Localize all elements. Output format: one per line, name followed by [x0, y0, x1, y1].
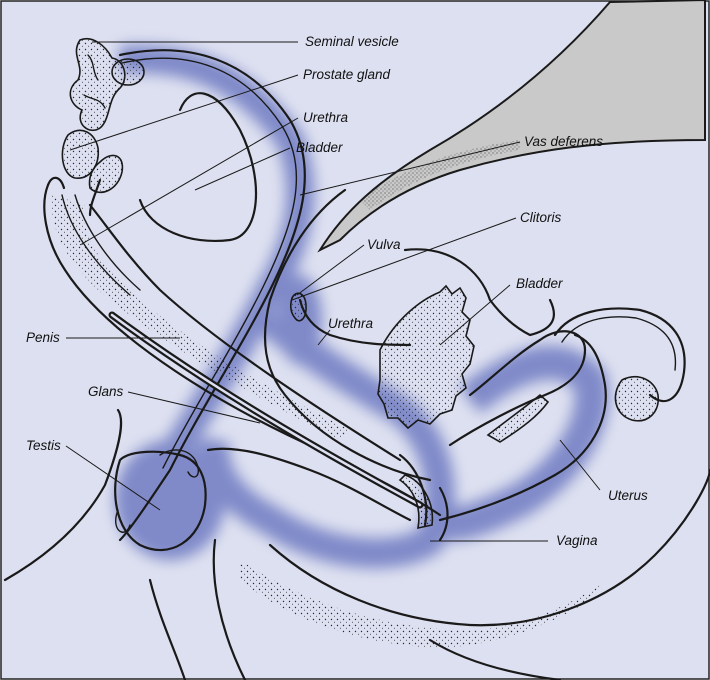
- label-testis: Testis: [26, 438, 61, 453]
- label-uterus: Uterus: [608, 488, 648, 503]
- label-bladder-female: Bladder: [516, 276, 563, 291]
- label-bladder-male: Bladder: [296, 140, 343, 155]
- ovary: [615, 377, 658, 421]
- label-vagina: Vagina: [556, 533, 598, 548]
- label-glans: Glans: [88, 384, 124, 399]
- label-penis: Penis: [26, 330, 60, 345]
- label-prostate-gland: Prostate gland: [303, 67, 391, 82]
- label-seminal-vesicle: Seminal vesicle: [305, 34, 399, 49]
- label-clitoris: Clitoris: [520, 210, 562, 225]
- label-vulva: Vulva: [367, 237, 401, 252]
- label-urethra-male: Urethra: [303, 110, 349, 125]
- label-urethra-female: Urethra: [328, 316, 374, 331]
- label-vas-deferens: Vas deferens: [524, 134, 603, 149]
